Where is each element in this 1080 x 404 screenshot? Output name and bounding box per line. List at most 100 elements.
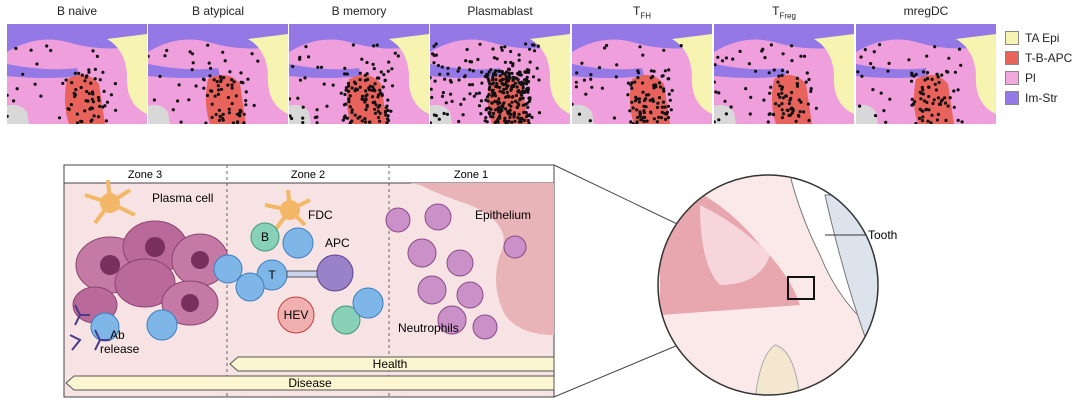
cell-dot [807, 118, 811, 123]
cell-dot [522, 118, 527, 122]
region-im-str [148, 24, 288, 52]
cell-dot [69, 103, 73, 107]
panel-title: B memory [289, 4, 429, 18]
cell-dot [790, 59, 794, 63]
region-other [572, 104, 594, 124]
cell-dot [509, 49, 513, 54]
cell-dot [365, 105, 369, 109]
cell-dot [910, 97, 914, 101]
cell-dot [470, 83, 475, 87]
cell-dot [522, 110, 526, 114]
cell-dot [641, 90, 645, 94]
cell-dot [296, 96, 300, 100]
cell-dot [370, 88, 374, 92]
cell-dot [532, 49, 537, 53]
cell-dot [216, 92, 220, 96]
cell-dot [430, 87, 433, 91]
cell-dot [212, 78, 216, 82]
legend-swatch [1005, 91, 1019, 105]
cell-dot [468, 68, 472, 72]
cell-dot [524, 78, 528, 82]
cell-dot [663, 111, 667, 116]
cell-dot [499, 45, 503, 50]
cell-dot [372, 67, 376, 71]
cell-dot [960, 120, 964, 124]
cell-dot [814, 106, 818, 110]
cell-dot [508, 76, 512, 80]
cell-dot [495, 82, 499, 86]
cell-dot [339, 91, 343, 95]
cell-dot [363, 120, 367, 124]
cell-dot [500, 90, 505, 94]
cell-dot [936, 96, 940, 100]
cell-dot [234, 94, 238, 98]
cell-dot [438, 72, 442, 76]
cell-dot [97, 98, 101, 102]
cell-dot [498, 85, 502, 89]
cell-dot [386, 117, 390, 121]
cell-dot [628, 109, 632, 113]
cell-dot [614, 75, 618, 79]
cell-dot [252, 103, 256, 108]
cell-dot [809, 89, 813, 93]
b-label: B [261, 230, 269, 244]
disease-arrow [65, 375, 555, 391]
cell-dot [511, 78, 515, 82]
cell-dot [666, 116, 671, 120]
cell-dot [215, 80, 219, 84]
cell-dot [347, 100, 351, 104]
cell-dot [378, 111, 382, 115]
cell-dot [462, 97, 466, 101]
cell-dot [491, 72, 495, 76]
cell-dot [510, 120, 514, 124]
cell-dot [647, 93, 651, 97]
cell-dot [933, 45, 937, 49]
cell-dot [919, 97, 923, 101]
cell-dot [513, 81, 517, 85]
cell-dot [590, 85, 594, 89]
cell-dot [343, 66, 347, 70]
cell-dot [648, 98, 652, 102]
cell-dot [940, 98, 944, 102]
cell-dot [655, 105, 660, 109]
cell-dot [526, 105, 530, 109]
cell-dot [662, 87, 666, 91]
cell-dot [77, 71, 81, 75]
region-im-str [856, 24, 996, 52]
cell-dot [506, 94, 510, 98]
synapse [286, 270, 318, 278]
cell-dot [524, 111, 528, 115]
panel-title: Plasmablast [430, 4, 570, 18]
cell-dot [926, 77, 930, 81]
cell-dot [626, 81, 630, 85]
cell-dot [589, 73, 593, 77]
cell-dot [484, 98, 488, 102]
cell-dot [795, 76, 799, 80]
cell-dot [201, 77, 206, 81]
cell-dot [953, 70, 957, 74]
disease-label: Disease [288, 376, 332, 390]
cell-dot [504, 86, 508, 90]
cell-dot [763, 56, 767, 60]
cell-dot [480, 81, 484, 85]
cell-dot [588, 119, 592, 123]
cell-dot [468, 92, 472, 96]
cell-dot [83, 109, 87, 113]
cell-dot [531, 43, 535, 47]
cell-dot [873, 114, 878, 118]
cell-dot [307, 55, 311, 59]
cell-dot [644, 105, 648, 109]
cell-dot [787, 102, 791, 106]
panel-title-subscript: Freg [779, 11, 796, 21]
cell-dot [494, 100, 498, 104]
cell-dot [497, 110, 501, 114]
cell-dot [221, 112, 225, 116]
cell-dot [217, 118, 222, 122]
apc-label: APC [325, 236, 350, 250]
legend-swatch [1005, 31, 1019, 45]
cell-dot [90, 118, 94, 122]
cell-dot [514, 93, 518, 98]
cell-dot [856, 70, 860, 74]
cell-dot [584, 92, 588, 96]
cell-dot [652, 86, 656, 90]
